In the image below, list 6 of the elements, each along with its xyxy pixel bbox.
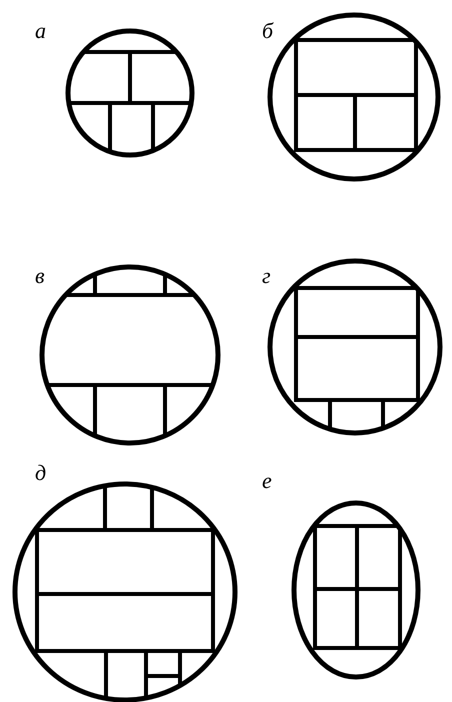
panel-letter: г (262, 265, 271, 287)
panel-letter: б (262, 20, 274, 42)
panel-letter: д (35, 462, 46, 484)
panel-letter: е (262, 470, 272, 492)
panel-letter: в (35, 265, 45, 287)
panel-letter: а (35, 20, 46, 42)
